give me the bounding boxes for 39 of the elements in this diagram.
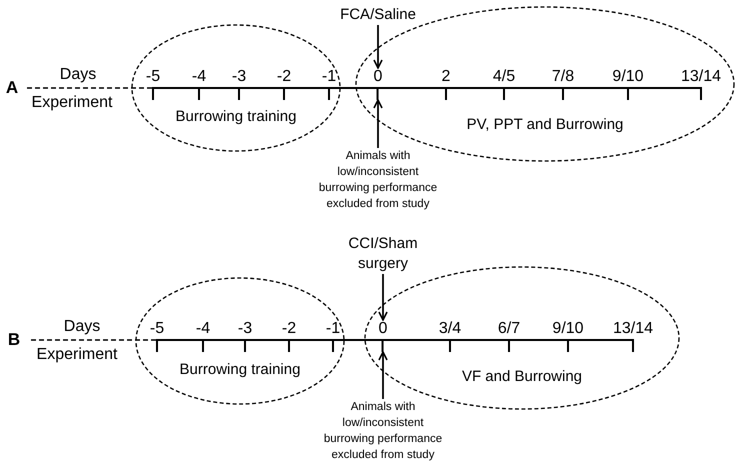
phase-label: PV, PPT and Burrowing xyxy=(466,116,624,134)
tick-label: -5 xyxy=(146,68,160,86)
phase-label: Burrowing training xyxy=(180,361,300,379)
tick-label: -4 xyxy=(192,68,206,86)
arrow xyxy=(373,25,383,69)
exclusion-note: Animals with low/inconsistent burrowing performance excluded from study xyxy=(320,399,446,463)
tick-label: -4 xyxy=(196,320,210,338)
arrow xyxy=(373,99,383,148)
treatment-label: CCI/Sham surgery xyxy=(338,234,428,274)
phase-label: VF and Burrowing xyxy=(462,368,582,386)
tick-label: 2 xyxy=(442,68,450,86)
panel-letter: A xyxy=(6,78,18,98)
row-label: Experiment xyxy=(32,94,112,112)
dashed-ellipse xyxy=(131,24,341,152)
treatment-label: FCA/Saline xyxy=(340,5,416,25)
tick-label: -3 xyxy=(238,320,252,338)
tick-label: 3/4 xyxy=(438,320,462,338)
tick-label: 6/7 xyxy=(498,320,520,338)
phase-label: Burrowing training xyxy=(176,108,296,126)
tick-label: 9/10 xyxy=(552,320,584,338)
dashed-ellipse xyxy=(135,277,345,405)
tick-label: 4/5 xyxy=(492,68,516,86)
tick-label: -2 xyxy=(276,68,292,86)
arrow xyxy=(378,351,388,399)
tick-label: -5 xyxy=(150,320,164,338)
row-label: Experiment xyxy=(36,346,118,364)
tick-label: 13/14 xyxy=(680,68,722,86)
tick-label: -2 xyxy=(282,320,296,338)
exclusion-note: Animals with low/inconsistent burrowing performance excluded from study xyxy=(315,148,441,212)
tick-label: -3 xyxy=(232,68,246,86)
tick-label: -1 xyxy=(322,68,336,86)
tick-label: 13/14 xyxy=(612,320,654,338)
row-label: Days xyxy=(60,66,96,84)
row-label: Days xyxy=(64,318,100,336)
tick-label: 7/8 xyxy=(552,68,574,86)
panel-letter: B xyxy=(8,330,20,350)
arrow xyxy=(378,274,388,321)
tick-label: 9/10 xyxy=(612,68,644,86)
tick-label: -1 xyxy=(326,320,340,338)
